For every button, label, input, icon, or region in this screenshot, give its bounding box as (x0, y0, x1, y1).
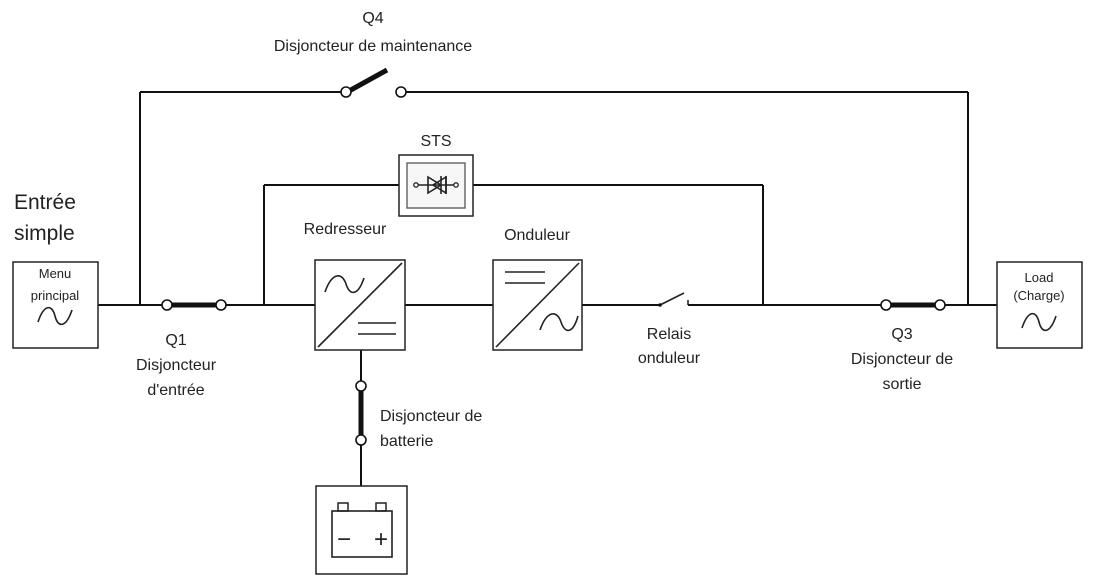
diagram-title: Entrée simple (14, 191, 76, 245)
battery-minus: − (337, 526, 351, 553)
q3-line1: Disjoncteur de (851, 351, 953, 368)
battery-icon (331, 502, 393, 558)
main-input-line1: Menu (39, 266, 72, 281)
load-box (996, 261, 1083, 349)
q1-line1: Disjoncteur (136, 357, 217, 374)
battery-plus: + (374, 526, 388, 553)
load-line1: Load (1025, 270, 1054, 285)
battery-breaker-terminal-top (355, 380, 367, 392)
rectifier: Redresseur (304, 221, 406, 351)
battery: − + (315, 485, 408, 575)
sts-label: STS (420, 133, 451, 150)
q4-terminal-right (395, 86, 407, 98)
q1-terminal-right (215, 299, 227, 311)
title-line1: Entrée (14, 191, 76, 214)
inverter: Onduleur (492, 227, 583, 351)
load-output: Load (Charge) (996, 261, 1083, 349)
main-input-box (12, 261, 99, 349)
load-line2: (Charge) (1013, 288, 1064, 303)
q1-line2: d'entrée (147, 382, 204, 399)
q3-line2: sortie (882, 376, 921, 393)
q4-terminal-left (340, 86, 352, 98)
relay-contact (659, 292, 685, 306)
q1-input-breaker: Q1 Disjoncteur d'entrée (136, 299, 227, 399)
main-input-line2: principal (31, 288, 80, 303)
battery-box (315, 485, 408, 575)
sine-wave-icon (37, 306, 73, 326)
q3-output-breaker: Q3 Disjoncteur de sortie (851, 299, 953, 393)
inverter-label: Onduleur (504, 227, 570, 244)
q4-maintenance-breaker: Q4 Disjoncteur de maintenance (274, 10, 472, 98)
static-transfer-switch: STS (398, 133, 474, 217)
q4-id: Q4 (362, 10, 383, 27)
title-line2: simple (14, 222, 75, 245)
q3-terminal-left (880, 299, 892, 311)
battery-breaker-line1: Disjoncteur de (380, 408, 482, 425)
q1-terminal-left (161, 299, 173, 311)
q4-name: Disjoncteur de maintenance (274, 38, 472, 55)
relay-pivot (658, 303, 662, 307)
q4-switch-blade (347, 67, 389, 94)
battery-breaker-terminal-bottom (355, 434, 367, 446)
battery-breaker: Disjoncteur de batterie (355, 380, 482, 450)
relay-line1: Relais (647, 326, 691, 343)
q3-terminal-right (934, 299, 946, 311)
inverter-relay: Relais onduleur (638, 292, 701, 367)
thyristor-icon (413, 175, 459, 195)
battery-breaker-line2: batterie (380, 433, 433, 450)
dc-ac-converter-icon (495, 262, 580, 348)
main-input-source: Menu principal (12, 261, 99, 349)
wiring (98, 91, 997, 486)
ac-dc-converter-icon (317, 262, 403, 348)
sine-wave-icon (1021, 312, 1057, 332)
q3-id: Q3 (891, 326, 912, 343)
rectifier-label: Redresseur (304, 221, 387, 238)
q1-id: Q1 (165, 332, 186, 349)
relay-line2: onduleur (638, 350, 701, 367)
